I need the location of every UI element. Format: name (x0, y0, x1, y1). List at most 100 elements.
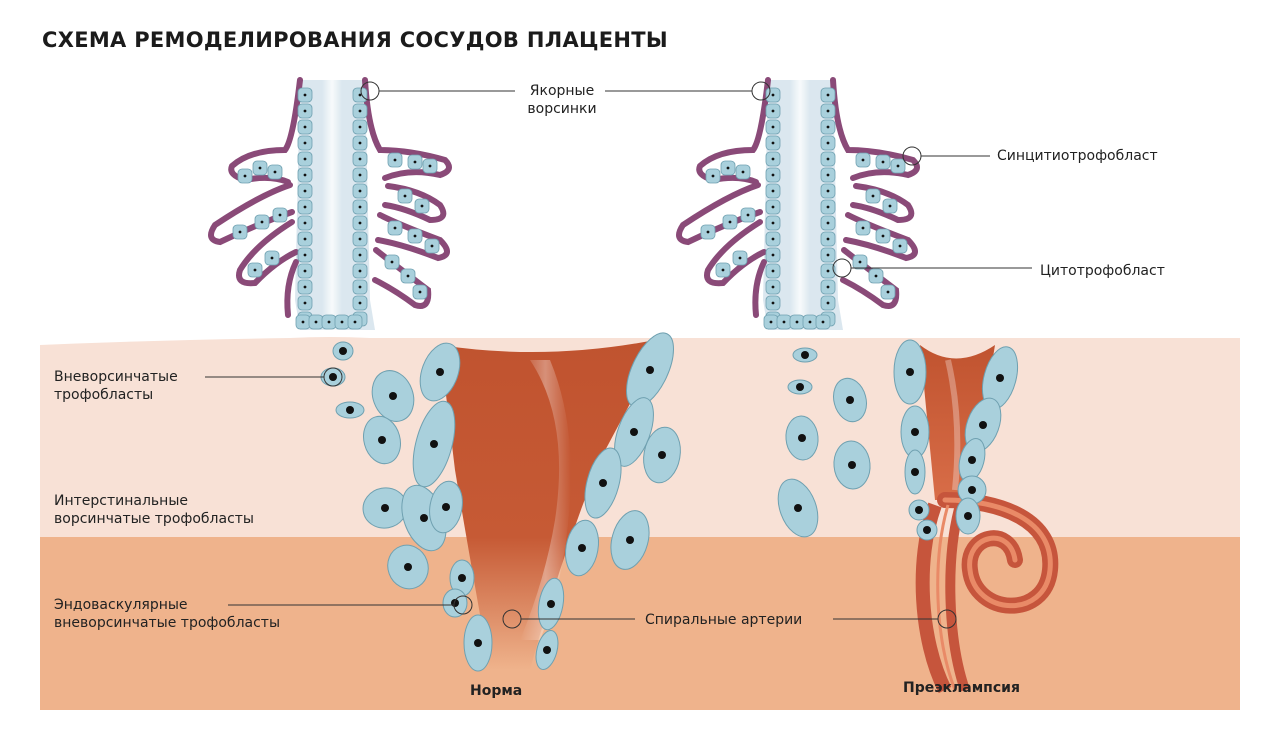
trophoblast-nucleus (339, 347, 347, 355)
cell-nucleus (795, 320, 799, 324)
cell-nucleus (303, 173, 307, 177)
cell-nucleus (406, 274, 410, 278)
label-endovascular-line2: вневорсинчатые трофобласты (54, 615, 281, 631)
trophoblast-nucleus (915, 506, 923, 514)
cell-nucleus (327, 320, 331, 324)
cell-nucleus (303, 205, 307, 209)
normal-spiral-artery (440, 338, 665, 670)
trophoblast-nucleus (848, 461, 856, 469)
cell-nucleus (771, 205, 775, 209)
trophoblast-nucleus (964, 512, 972, 520)
label-spiral-arteries: Спиральные артерии (645, 612, 803, 628)
syncytiotrophoblast-strand (284, 259, 299, 318)
label-interstitial: Интерстинальные ворсинчатые трофобласты (54, 492, 254, 528)
cell-nucleus (726, 166, 730, 170)
cell-nucleus (243, 174, 247, 178)
cell-nucleus (418, 290, 422, 294)
cell-nucleus (303, 109, 307, 113)
page-title: СХЕМА РЕМОДЕЛИРОВАНИЯ СОСУДОВ ПЛАЦЕНТЫ (42, 28, 668, 52)
label-anchor-villi-line1: Якорные (529, 83, 595, 99)
syncytiotrophoblast-strand (843, 212, 918, 262)
cell-nucleus (303, 301, 307, 305)
cell-nucleus (721, 268, 725, 272)
cell-nucleus (826, 141, 830, 145)
cell-nucleus (430, 244, 434, 248)
trophoblast-nucleus (979, 421, 987, 429)
label-anchor-villi-line2: ворсинки (527, 101, 597, 117)
cell-nucleus (358, 285, 362, 289)
cell-nucleus (771, 237, 775, 241)
trophoblast-nucleus (474, 639, 482, 647)
cell-nucleus (303, 253, 307, 257)
cell-nucleus (881, 160, 885, 164)
cell-nucleus (260, 220, 264, 224)
trophoblast-nucleus (430, 440, 438, 448)
villus-core-shine (790, 80, 810, 330)
cell-nucleus (303, 93, 307, 97)
cell-nucleus (881, 234, 885, 238)
cell-nucleus (358, 109, 362, 113)
cell-nucleus (358, 93, 362, 97)
cell-nucleus (771, 109, 775, 113)
cell-nucleus (738, 256, 742, 260)
trophoblast-nucleus (547, 600, 555, 608)
cell-nucleus (358, 141, 362, 145)
label-extravillous: Вневорсинчатые трофобласты (54, 368, 178, 404)
syncytiotrophoblast-strand (850, 183, 915, 224)
trophoblast-nucleus (378, 436, 386, 444)
trophoblast-nucleus (996, 374, 1004, 382)
caption-normal: Норма (470, 683, 523, 699)
cell-nucleus (771, 141, 775, 145)
label-endovascular: Эндоваскулярные вневорсинчатые трофоблас… (54, 596, 280, 632)
syncytiotrophoblast-strand (696, 77, 771, 185)
cell-nucleus (258, 166, 262, 170)
cell-nucleus (874, 274, 878, 278)
cell-nucleus (826, 189, 830, 193)
cell-nucleus (871, 194, 875, 198)
cell-nucleus (238, 230, 242, 234)
cell-nucleus (303, 189, 307, 193)
cell-nucleus (898, 244, 902, 248)
trophoblast-nucleus (911, 468, 919, 476)
cell-nucleus (413, 160, 417, 164)
cell-nucleus (358, 253, 362, 257)
label-extravillous-line2: трофобласты (54, 387, 154, 403)
decidua-lower-layer (40, 537, 1240, 710)
cell-nucleus (303, 269, 307, 273)
cell-nucleus (826, 285, 830, 289)
syncytiotrophoblast-strand (375, 212, 450, 262)
cell-nucleus (826, 93, 830, 97)
cell-nucleus (771, 253, 775, 257)
cell-nucleus (861, 158, 865, 162)
cell-nucleus (428, 164, 432, 168)
syncytiotrophoblast-strand (228, 77, 303, 185)
trophoblast-nucleus (389, 392, 397, 400)
trophoblast-nucleus (329, 373, 337, 381)
cell-nucleus (771, 93, 775, 97)
cell-nucleus (303, 125, 307, 129)
trophoblast-nucleus (798, 434, 806, 442)
leader-lines (205, 81, 1032, 629)
cell-nucleus (858, 260, 862, 264)
trophoblast-nucleus (796, 383, 804, 391)
trophoblast-nucleus (911, 428, 919, 436)
trophoblast-nucleus (630, 428, 638, 436)
cell-nucleus (303, 157, 307, 161)
trophoblast-nucleus (420, 514, 428, 522)
cell-nucleus (413, 234, 417, 238)
cell-nucleus (303, 221, 307, 225)
cell-nucleus (314, 320, 318, 324)
trophoblast-nucleus (578, 544, 586, 552)
cell-nucleus (270, 256, 274, 260)
cell-nucleus (301, 320, 305, 324)
cell-nucleus (358, 125, 362, 129)
cell-nucleus (706, 230, 710, 234)
trophoblast-nucleus (923, 526, 931, 534)
cell-nucleus (771, 269, 775, 273)
trophoblast-nucleus (846, 396, 854, 404)
cell-nucleus (420, 204, 424, 208)
trophoblast-nucleus (404, 563, 412, 571)
cell-nucleus (746, 213, 750, 217)
syncytiotrophoblast-strand (704, 219, 767, 287)
